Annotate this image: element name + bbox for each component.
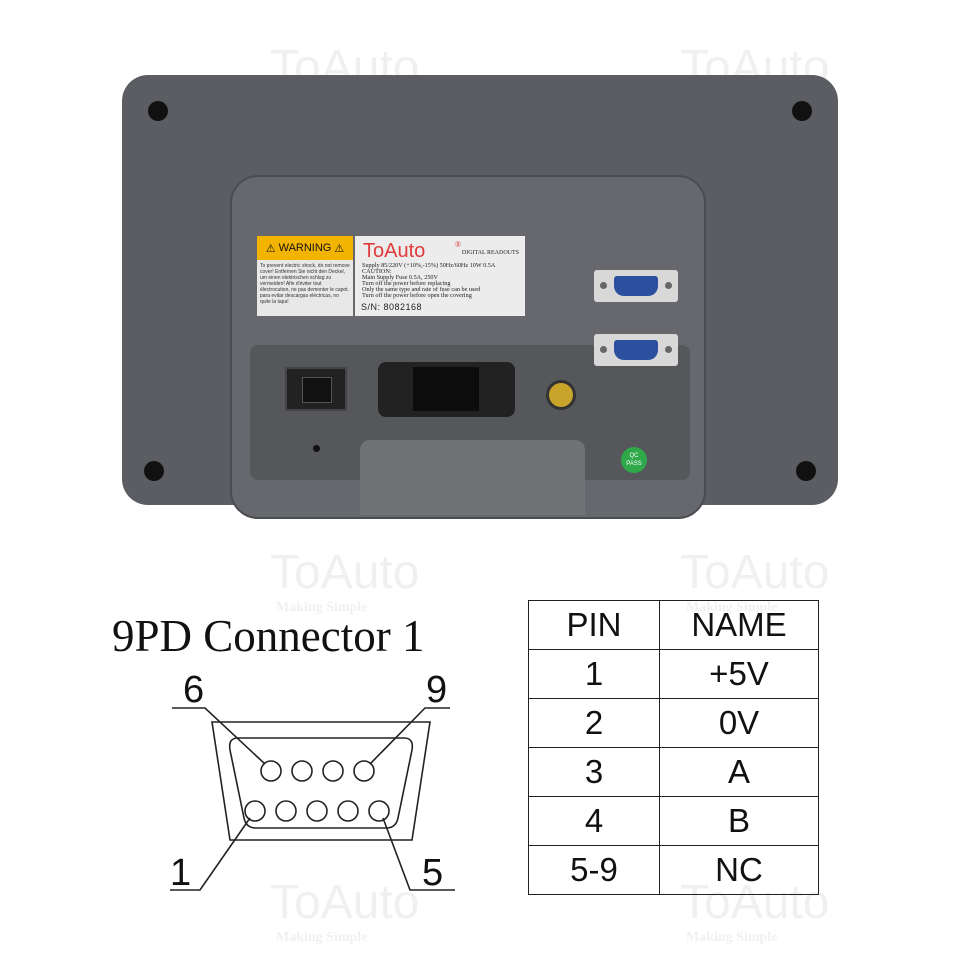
connector-title: 9PD Connector 1 <box>112 611 425 661</box>
pin-cell: 4 <box>528 796 660 846</box>
pin-cell: 5-9 <box>528 845 660 895</box>
screw-hole <box>796 461 816 481</box>
reset-hole <box>313 445 320 452</box>
pin-label-5: 5 <box>422 852 443 894</box>
qc-pass-badge: QC PASS <box>621 447 647 473</box>
screw-hole <box>792 101 812 121</box>
product-label: ToAuto ® DIGITAL READOUTS Supply 85/220V… <box>355 236 525 316</box>
pins-bottom <box>244 800 390 822</box>
power-inlet <box>378 362 515 417</box>
pin-cell: 3 <box>528 747 660 797</box>
pin-label-1: 1 <box>170 852 191 894</box>
leader-pin-1 <box>170 817 251 891</box>
pins-top <box>260 760 375 782</box>
stand-notch <box>360 440 585 515</box>
bnc-connector <box>546 380 576 410</box>
table-row: 1+5V <box>528 649 819 699</box>
name-cell: 0V <box>659 698 819 748</box>
name-cell: B <box>659 796 819 846</box>
electric-hazard-icon: ⚠ <box>331 242 345 255</box>
screw-hole <box>148 101 168 121</box>
warning-icon: ⚠ <box>265 242 279 255</box>
pin-cell: 2 <box>528 698 660 748</box>
warning-label: ⚠ WARNING ⚠ To prevent electric shock, d… <box>257 236 353 316</box>
name-cell: NC <box>659 845 819 895</box>
name-cell: +5V <box>659 649 819 699</box>
leader-pin-9 <box>369 707 450 765</box>
name-cell: A <box>659 747 819 797</box>
db9-connector-diagram: 6 9 1 5 <box>170 669 455 894</box>
header-pin: PIN <box>528 600 660 650</box>
pin-label-6: 6 <box>183 669 204 711</box>
pin-cell: 1 <box>528 649 660 699</box>
db9-port-1 <box>594 270 678 302</box>
header-name: NAME <box>659 600 819 650</box>
pin-label-9: 9 <box>426 669 447 711</box>
leader-pin-6 <box>172 707 266 765</box>
connector-outer-shell <box>211 721 431 841</box>
connector-inner-shell <box>228 737 414 829</box>
leader-pin-5 <box>382 817 455 891</box>
power-switch <box>285 367 347 411</box>
db9-port-2 <box>594 334 678 366</box>
screw-hole <box>144 461 164 481</box>
